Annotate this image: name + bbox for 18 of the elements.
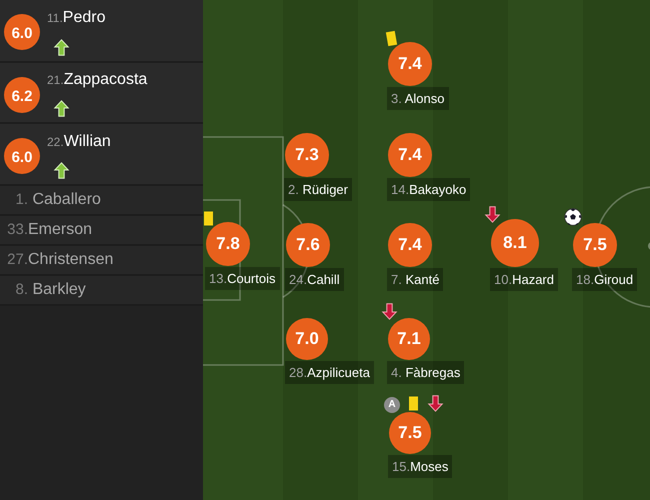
player-name: 10.Hazard [490,268,558,291]
player-name: 27.Christensen [6,250,114,270]
player-name: 11.Pedro [47,8,106,28]
player-name: 14.Bakayoko [387,178,470,201]
player-name: 18.Giroud [572,268,638,291]
player-name: 13.Courtois [205,267,280,290]
player-name: 33.Emerson [6,220,92,240]
player-name: 15.Moses [388,455,452,478]
player-name: 1. Caballero [14,190,101,210]
player-name: 4. Fàbregas [387,361,464,384]
player-name: 21.Zappacosta [47,70,148,90]
player-name: 8. Barkley [14,280,86,300]
player-name: 3. Alonso [387,87,448,110]
player-name: 2. Rüdiger [284,178,352,201]
player-name: 22.Willian [47,132,111,152]
player-name: 28.Azpilicueta [285,361,374,384]
player-name: 24.Cahill [285,268,344,291]
player-name: 7. Kanté [387,268,444,291]
